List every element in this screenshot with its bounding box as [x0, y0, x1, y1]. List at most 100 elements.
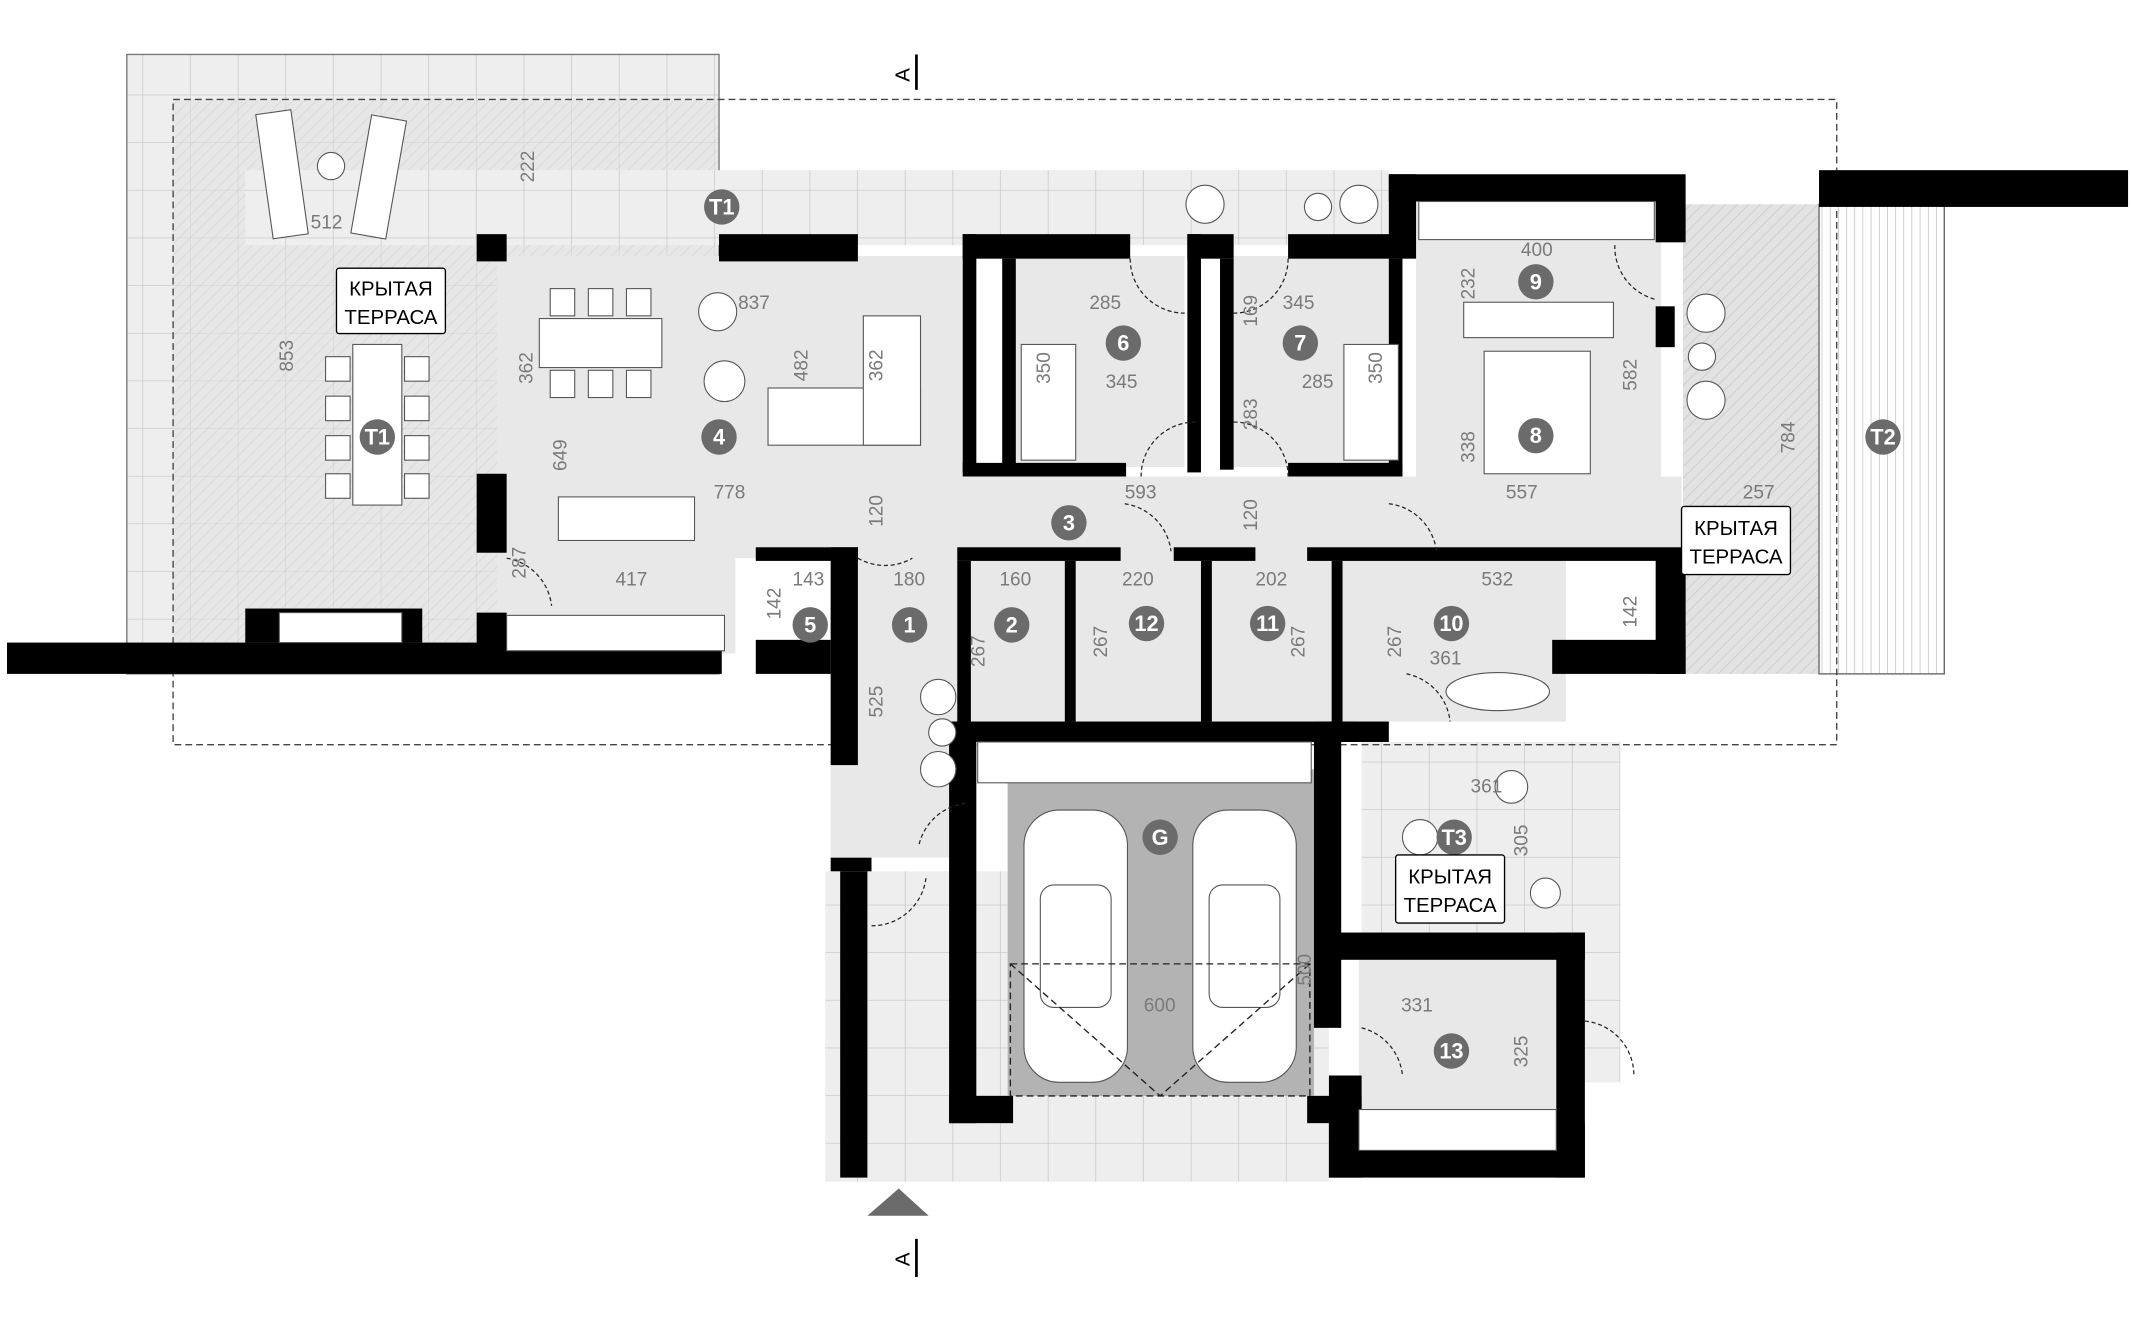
- section-marker-top: A: [893, 54, 918, 90]
- dim-label: 120: [1241, 499, 1262, 531]
- wall: [949, 1095, 1014, 1124]
- room-1-marker: 1: [891, 607, 928, 643]
- wall: [1552, 639, 1686, 674]
- section-marker-bottom: A: [867, 1188, 929, 1277]
- room-8-marker: 8: [1518, 417, 1554, 454]
- dim-label: 267: [1385, 626, 1406, 658]
- chair: [549, 369, 576, 399]
- marker-label: T3: [1441, 825, 1466, 850]
- wall: [1187, 234, 1201, 473]
- wall: [476, 473, 507, 553]
- dim-label: 417: [616, 569, 648, 590]
- armchair: [1339, 184, 1379, 224]
- room-6-marker: 6: [1105, 325, 1142, 361]
- room-7-marker: 7: [1282, 325, 1319, 361]
- dim-label: 600: [1144, 996, 1176, 1017]
- label-line2: ТЕРРАСА: [1404, 895, 1497, 917]
- armchair: [316, 151, 346, 181]
- marker-label: 4: [713, 425, 725, 450]
- terrace-t3-marker: T3: [1436, 819, 1472, 855]
- dim-label: 500: [1295, 954, 1316, 986]
- chair: [625, 369, 652, 399]
- wall: [1220, 258, 1234, 470]
- wall: [1288, 234, 1403, 259]
- marker-label: 5: [804, 612, 816, 637]
- dim-label: 305: [1512, 825, 1533, 857]
- wall: [1655, 201, 1686, 243]
- wall: [949, 721, 977, 1124]
- marker-label: 12: [1134, 611, 1158, 636]
- car: [1192, 809, 1297, 1083]
- dim-label: 525: [866, 686, 887, 718]
- wall: [1655, 306, 1675, 348]
- wall: [1341, 721, 1389, 742]
- wall: [1388, 174, 1686, 202]
- dim-label: 362: [866, 349, 887, 381]
- wall: [1002, 258, 1016, 470]
- room-4-marker: 4: [701, 419, 737, 455]
- dim-label: 784: [1779, 421, 1800, 453]
- chair: [549, 288, 576, 317]
- wall: [840, 871, 868, 1178]
- armchair: [1494, 770, 1529, 804]
- wall: [1064, 560, 1076, 722]
- chair: [325, 435, 351, 461]
- chair: [625, 288, 652, 317]
- armchair: [1686, 293, 1726, 333]
- dim-label: 593: [1125, 482, 1157, 503]
- wall: [830, 857, 872, 872]
- wall: [962, 234, 977, 473]
- dim-label: 180: [893, 569, 925, 590]
- armchair: [703, 360, 746, 403]
- armchair: [928, 718, 957, 747]
- wall: [1307, 547, 1689, 561]
- dim-label: 345: [1106, 372, 1138, 393]
- dim-label: 283: [1241, 398, 1262, 430]
- dim-label: 350: [1034, 352, 1055, 384]
- dim-label: 361: [1430, 648, 1462, 669]
- dim-label: 142: [1621, 596, 1642, 628]
- chair: [325, 473, 351, 499]
- armchair: [1529, 877, 1561, 909]
- covered-terrace-label: КРЫТАЯ ТЕРРАСА: [1394, 854, 1506, 924]
- armchair: [1686, 380, 1726, 420]
- marker-label: 3: [1063, 510, 1075, 535]
- marker-label: 2: [1006, 612, 1018, 637]
- wall: [962, 462, 1127, 477]
- dim-label: 257: [1743, 482, 1775, 503]
- dim-label: 361: [1471, 776, 1503, 797]
- armchair: [919, 678, 957, 716]
- armchair: [1401, 819, 1439, 856]
- wall: [1388, 174, 1417, 259]
- wall: [1328, 932, 1585, 960]
- section-letter: A: [893, 1252, 915, 1266]
- marker-label: T1: [365, 425, 390, 450]
- marker-label: 8: [1530, 423, 1542, 448]
- marker-label: 9: [1530, 269, 1542, 294]
- dim-label: 350: [1366, 352, 1387, 384]
- wall: [957, 560, 971, 725]
- armchair: [698, 292, 738, 332]
- chair: [403, 356, 430, 382]
- dim-label: 482: [792, 349, 813, 381]
- dim-label: 222: [518, 151, 539, 183]
- chair: [403, 435, 430, 461]
- dim-label: 532: [1481, 569, 1513, 590]
- wall: [949, 721, 1358, 742]
- dim-label: 325: [1512, 1036, 1533, 1068]
- dim-label: 837: [738, 293, 770, 314]
- wall: [957, 547, 1121, 561]
- marker-label: T2: [1870, 425, 1895, 450]
- dim-label: 362: [517, 352, 538, 384]
- dim-label: 338: [1459, 431, 1480, 463]
- room-3-marker: 3: [1051, 505, 1087, 541]
- chair: [587, 288, 614, 317]
- armchair: [919, 750, 957, 788]
- room-5-marker: 5: [792, 607, 828, 643]
- dim-label: 557: [1506, 482, 1538, 503]
- terrace-t1-marker: T1: [359, 419, 396, 455]
- wall: [962, 234, 1131, 259]
- label-line1: КРЫТАЯ: [349, 278, 433, 300]
- covered-terrace-label: КРЫТАЯ ТЕРРАСА: [335, 267, 447, 335]
